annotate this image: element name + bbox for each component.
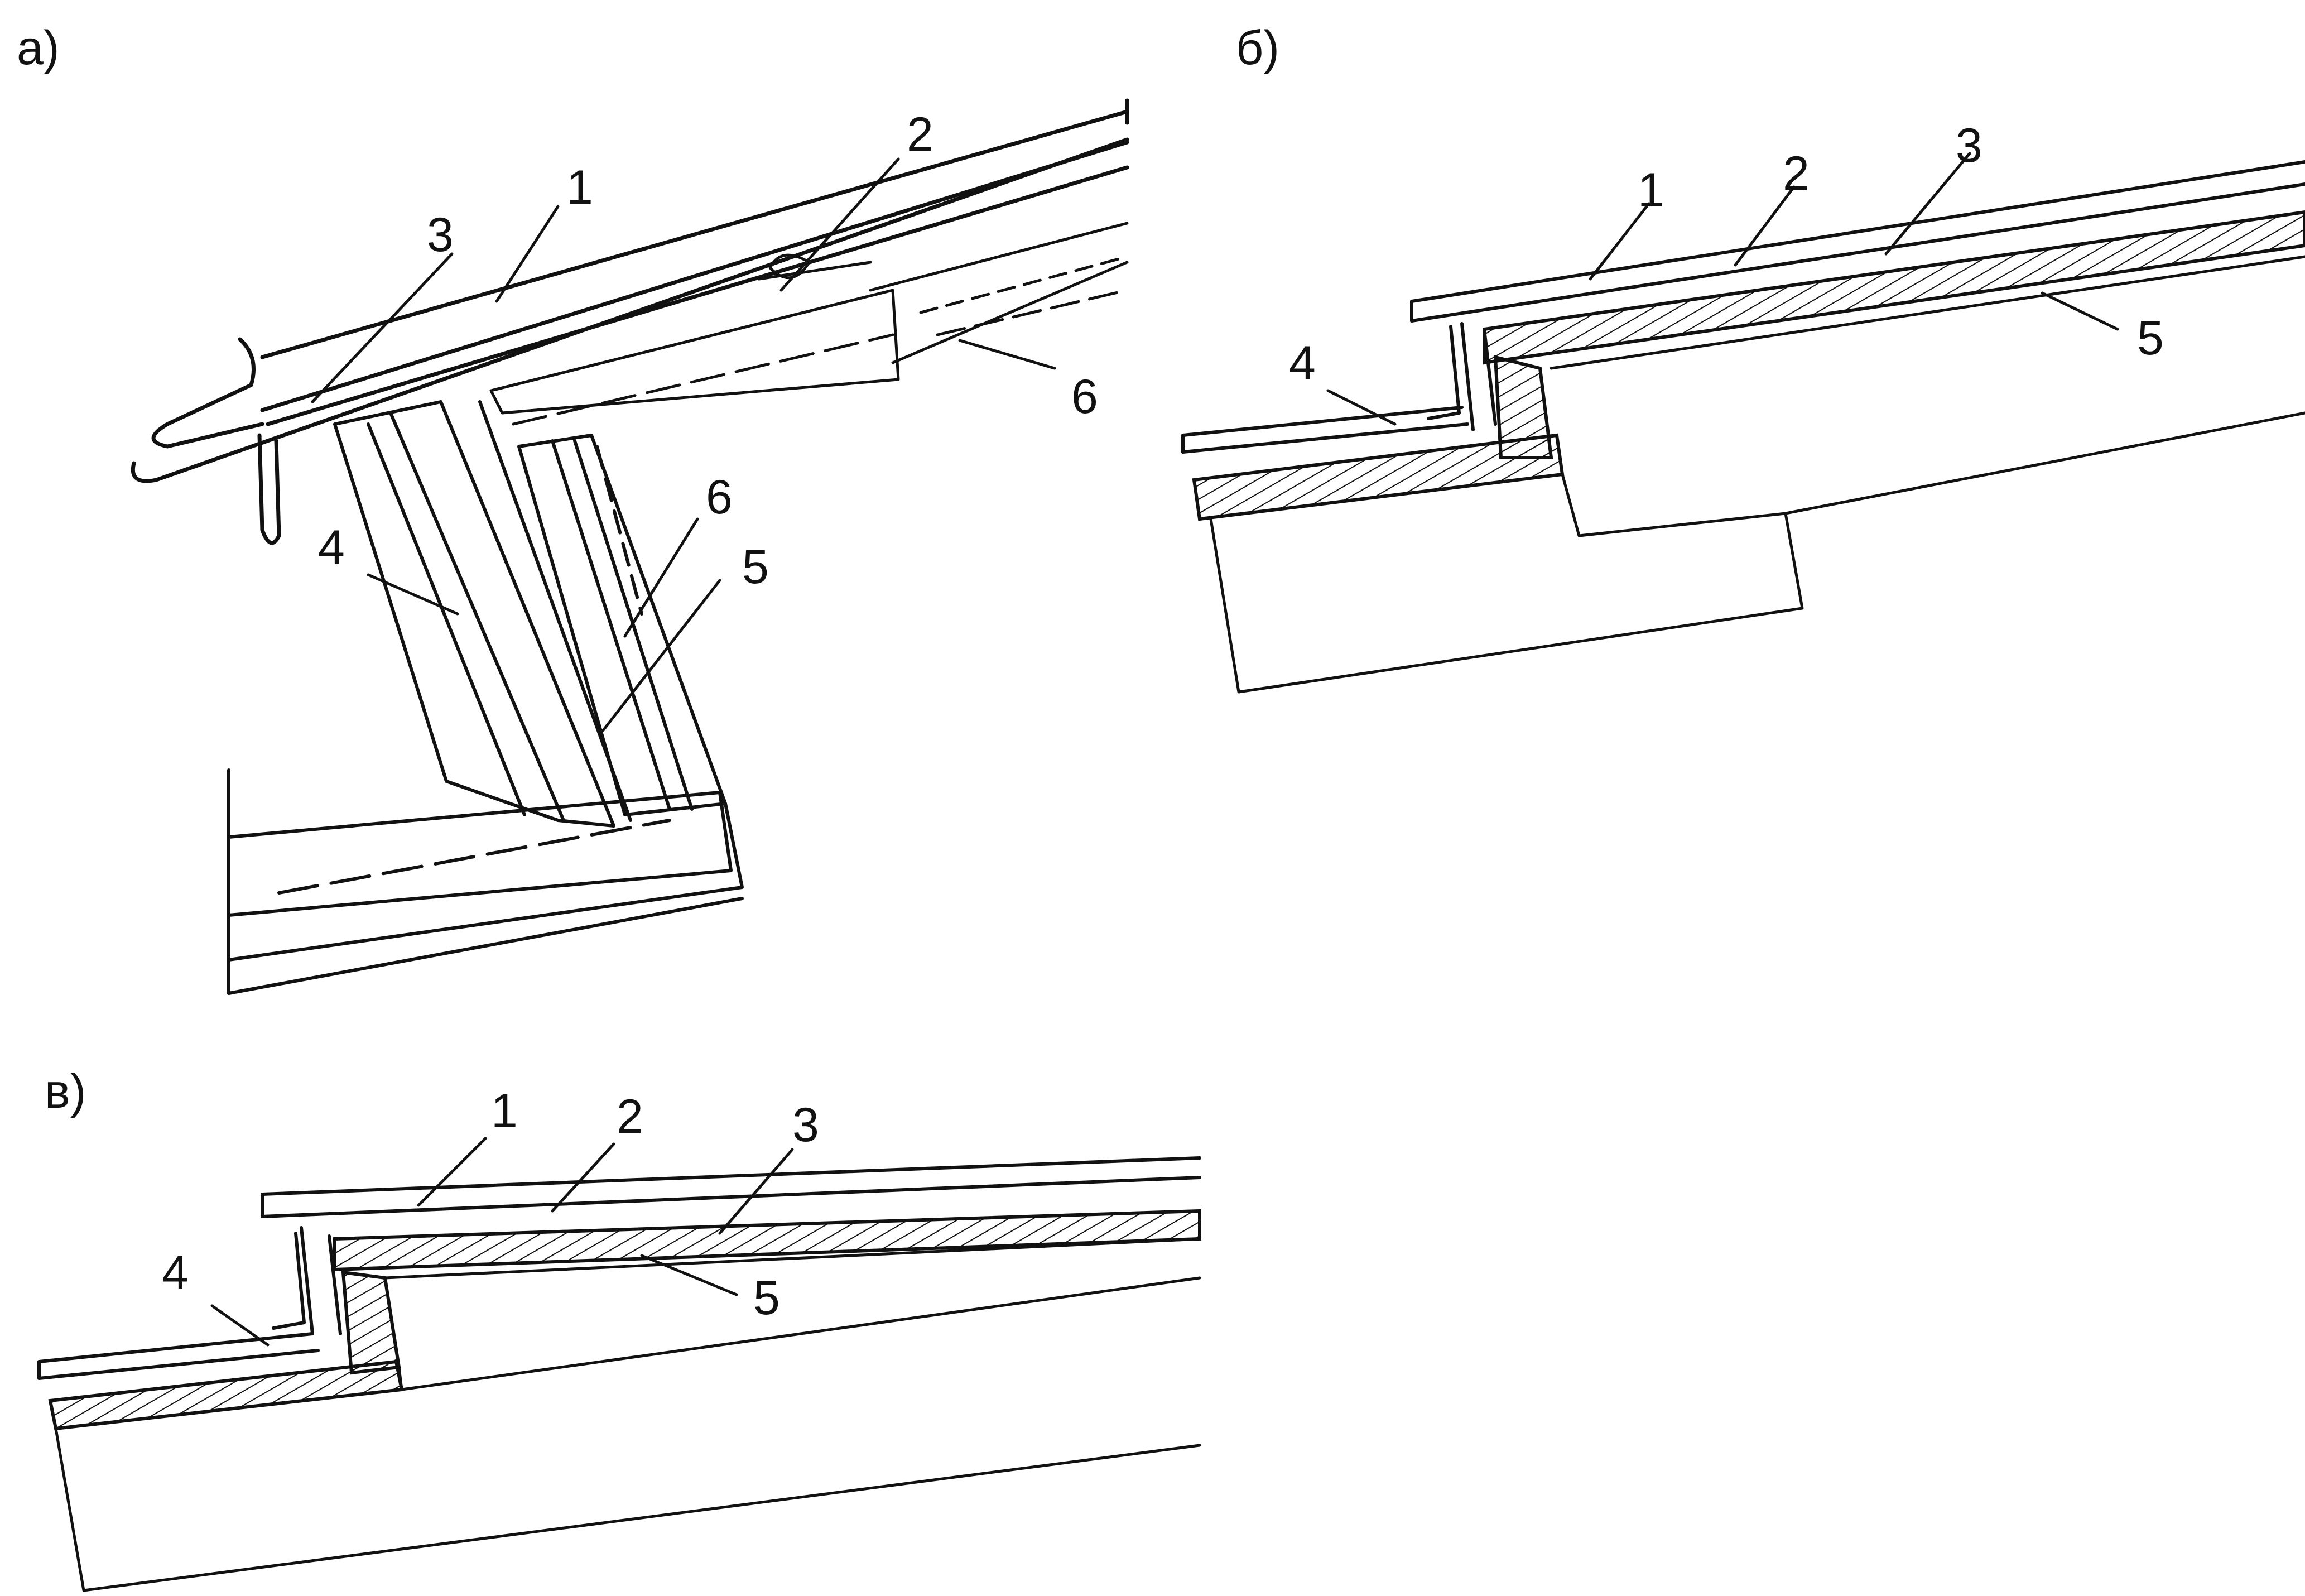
panel-a-label: а) [17, 21, 59, 75]
panel-a-riser-board [333, 400, 632, 828]
panel-b-leaders [1326, 152, 2119, 426]
panel-v-upper-sheet [261, 1156, 1201, 1218]
panel-a-callout-2: 2 [907, 108, 933, 161]
panel-v-leaders [210, 1137, 794, 1347]
panel-b-callout-5: 5 [2137, 311, 2164, 365]
panel-a-lower-board [227, 768, 744, 995]
panel-b-label: б) [1236, 21, 1279, 75]
panel-b-upper-boarding [1483, 210, 2305, 365]
panel-a-callout-4: 4 [318, 521, 345, 574]
panel-v-step [272, 1226, 342, 1335]
panel-v-callout-5: 5 [753, 1271, 780, 1325]
panel-v-callout-2: 2 [617, 1090, 643, 1143]
panel-v-label: в) [45, 1065, 86, 1118]
panel-a-callout-3: 3 [427, 208, 454, 262]
panel-v: в) [37, 1065, 1201, 1592]
panel-v-callout-4: 4 [162, 1246, 189, 1300]
panel-a-callout-5: 5 [742, 540, 769, 594]
panel-b-callout-2: 2 [1783, 147, 1810, 200]
panel-a-callout-6-sheathing: 6 [1071, 370, 1098, 424]
panel-a-leaders [311, 157, 1056, 733]
panel-b-step [1427, 322, 1497, 431]
panel-b: б) [1181, 21, 2305, 694]
panel-v-rafters [54, 1237, 1201, 1592]
panel-a: а) [17, 21, 1129, 995]
panel-a-post [517, 434, 727, 816]
panel-b-callout-1: 1 [1638, 164, 1664, 217]
panel-b-upper-sheet [1410, 160, 2305, 323]
panel-b-callout-3: 3 [1956, 119, 1982, 172]
panel-v-callout-1: 1 [491, 1084, 518, 1138]
panel-v-callout-3: 3 [792, 1098, 819, 1152]
panel-a-callout-1: 1 [566, 161, 593, 214]
panel-v-lower-sheet [37, 1332, 320, 1380]
panel-a-sheathing [489, 222, 1129, 426]
panel-b-rafters [1209, 255, 2305, 694]
panel-v-riser-block [341, 1270, 401, 1375]
panel-b-lower-sheet [1181, 406, 1469, 454]
panel-a-callout-6-post: 6 [706, 470, 733, 524]
panel-b-callout-4: 4 [1289, 336, 1316, 390]
panel-b-lower-boarding [1192, 433, 1565, 521]
panel-a-drip-edge [131, 98, 1129, 545]
